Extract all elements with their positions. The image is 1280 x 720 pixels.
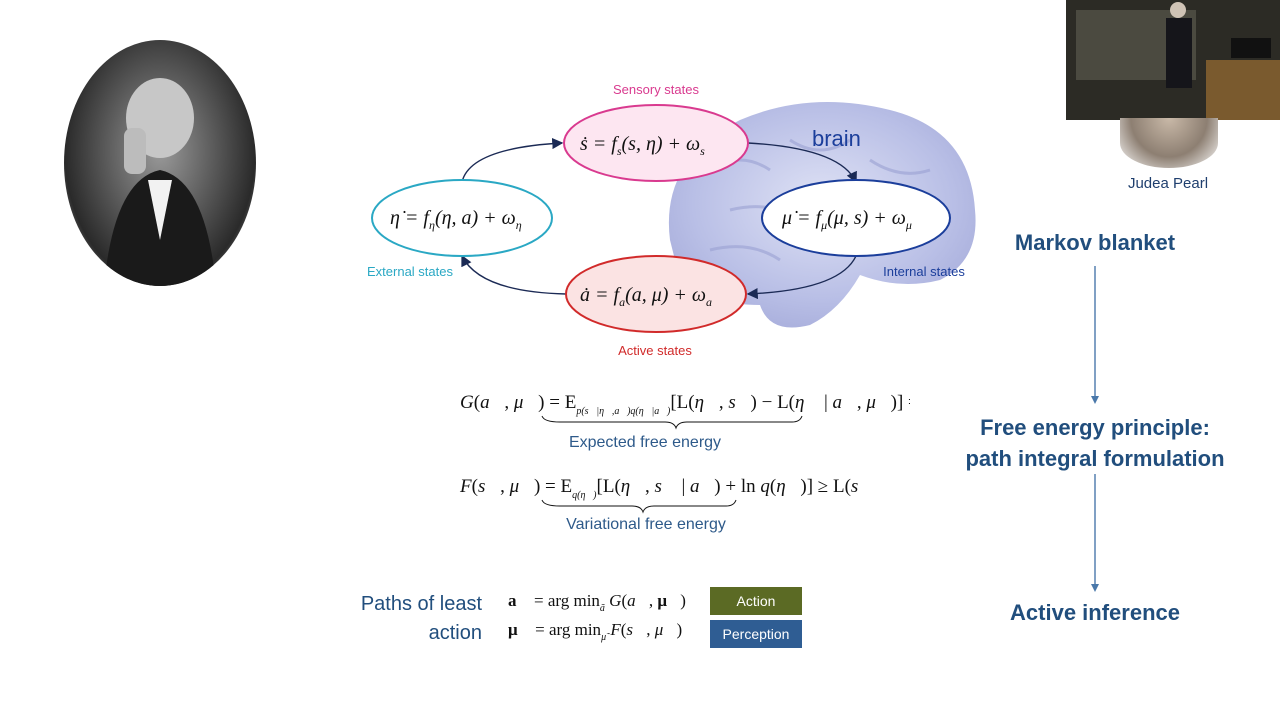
paths-title-line2: action [428, 622, 482, 644]
arrow-external-to-sensory [461, 137, 564, 183]
speaker-video-inset [1066, 0, 1280, 120]
external-states-label: External states [367, 264, 453, 279]
variational-free-energy-equation: F(s⃗, μ⃗) = Eq(η⃗)[L(η⃗, s⃗ | a⃗) + ln q… [459, 476, 860, 514]
fep-line2: path integral formulation [965, 446, 1225, 471]
sensory-equation: ṡ = fs(s, η) + ωs [580, 133, 705, 158]
sensory-states-ellipse [563, 104, 749, 182]
flow-arrows [1091, 266, 1099, 592]
arrow-sensory-to-internal [747, 142, 857, 184]
expected-free-energy-caption: Expected free energy [568, 434, 722, 451]
svg-text:μ⃗ = arg minμ̃ F(s⃗, μ⃗): μ⃗ = arg minμ̃ F(s⃗, μ⃗) [508, 620, 682, 643]
external-equation: η̇ = fη(η, a) + ωη [390, 207, 522, 232]
sensory-states-label: Sensory states [613, 82, 699, 97]
arrow-active-to-external [461, 254, 567, 295]
action-button[interactable]: Action [710, 587, 802, 615]
free-energy-principle-heading: Free energy principle: path integral for… [955, 412, 1235, 474]
external-states-ellipse [371, 179, 553, 257]
judea-pearl-caption: Judea Pearl [1127, 175, 1209, 192]
svg-text:G(a⃗, μ⃗) = Ep(s⃗|η⃗,a⃗)q(η⃗|a: G(a⃗, μ⃗) = Ep(s⃗|η⃗,a⃗)q(η⃗|a⃗)[L(η⃗, s… [460, 392, 910, 417]
portrait-photo-left [64, 40, 256, 286]
arrow-internal-to-active [746, 255, 857, 300]
perception-button[interactable]: Perception [710, 620, 802, 648]
internal-states-ellipse [761, 179, 951, 257]
argmin-equations: a⃗ = arg minã G(a⃗, μ⃗) μ⃗ = arg minμ̃ F… [508, 591, 686, 643]
fep-line1: Free energy principle: [980, 415, 1210, 440]
svg-text:a⃗ = arg minã G(a⃗, μ⃗): a⃗ = arg minã G(a⃗, μ⃗) [508, 591, 686, 614]
expected-free-energy-equation: G(a⃗, μ⃗) = Ep(s⃗|η⃗,a⃗)q(η⃗|a⃗)[L(η⃗, s… [460, 392, 910, 430]
internal-equation: μ̇ = fμ(μ, s) + ωμ [781, 207, 912, 232]
active-inference-heading: Active inference [1010, 600, 1180, 625]
active-equation: ȧ = fa(a, μ) + ωa [580, 284, 712, 309]
judea-pearl-photo [1120, 118, 1218, 168]
portrait-figure-icon [104, 78, 216, 286]
brain-label: brain [812, 126, 861, 151]
variational-free-energy-caption: Variational free energy [566, 516, 726, 533]
svg-text:F(s⃗, μ⃗) = Eq(η⃗)[L(η⃗, s⃗ |: F(s⃗, μ⃗) = Eq(η⃗)[L(η⃗, s⃗ | a⃗) + ln q… [459, 476, 860, 501]
paths-of-least-action-title: Paths of least action [330, 590, 482, 648]
paths-title-line1: Paths of least [360, 593, 482, 615]
active-states-ellipse [565, 255, 747, 333]
markov-blanket-heading: Markov blanket [1014, 230, 1176, 255]
speaker-video-icon [1066, 0, 1280, 120]
active-states-label: Active states [618, 343, 692, 358]
internal-states-label: Internal states [883, 264, 965, 279]
